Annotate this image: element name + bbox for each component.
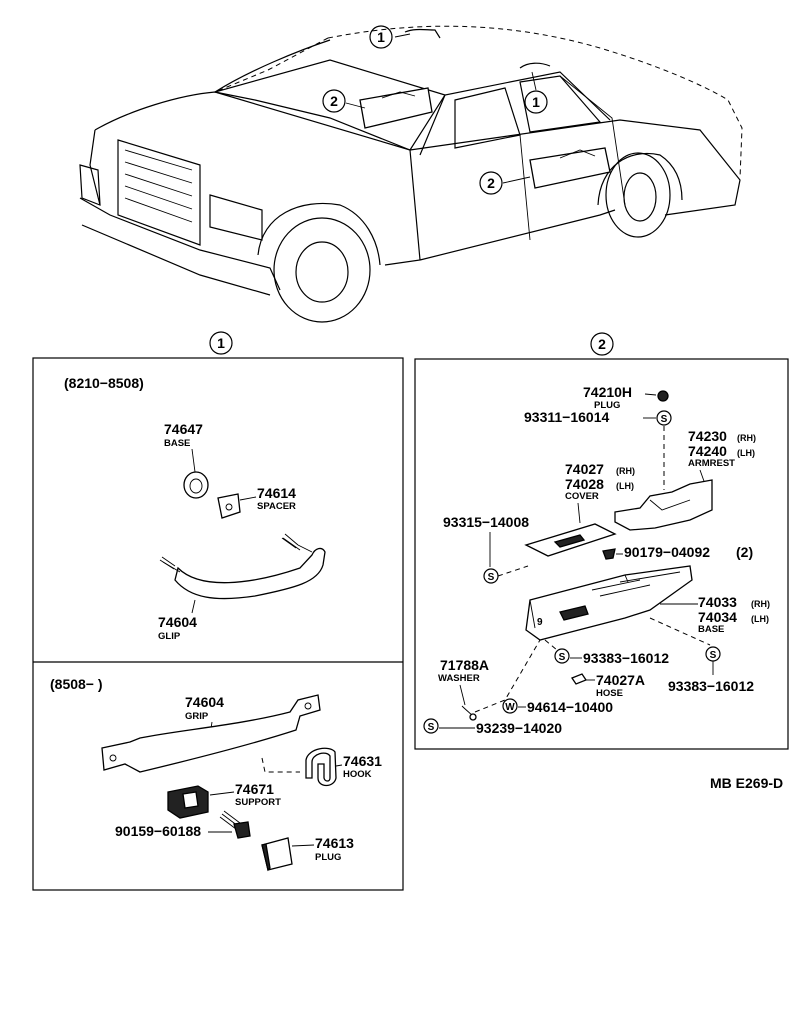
base-part-number: 74647 (164, 421, 203, 437)
spacer-part-name: SPACER (257, 501, 296, 512)
panel-1-frame (32, 357, 404, 891)
hook-part-number: 74631 (343, 753, 382, 769)
washer-drawing (461, 705, 477, 721)
cover-name: COVER (565, 491, 599, 502)
base-lh-number: 74034 (698, 609, 737, 625)
hose-part-number: 74027A (596, 672, 645, 688)
armrest-rh-tag: (RH) (737, 433, 756, 443)
screw-93315-number: 93315−14008 (443, 514, 529, 530)
cover-lh-number: 74028 (565, 476, 604, 492)
armrest-lh-number: 74240 (688, 443, 727, 459)
armrest-lh-tag: (LH) (737, 448, 755, 458)
svg-text:S: S (488, 572, 495, 583)
panel-2-frame (414, 358, 789, 750)
support-part-drawing (167, 785, 209, 819)
svg-text:S: S (428, 722, 435, 733)
armrest-plug-number: 74210H (583, 384, 632, 400)
callout-2-rear: 2 (487, 175, 495, 191)
callout-2-front: 2 (330, 93, 338, 109)
clip-quantity: (2) (736, 544, 753, 560)
svg-text:S: S (710, 650, 717, 661)
screw-part-drawing (219, 810, 251, 839)
hose-part-name: HOSE (596, 688, 623, 699)
armrest-drawing (614, 479, 713, 531)
car-illustration: 1 2 1 2 (79, 25, 743, 323)
armrest-name: ARMREST (688, 458, 735, 469)
cover-drawing (524, 523, 617, 557)
spacer-part-number: 74614 (257, 485, 296, 501)
grip-part-name: GRIP (185, 711, 209, 722)
washer-part-name: WASHER (438, 673, 480, 684)
callout-1-roof: 1 (377, 29, 385, 45)
base-part-drawing (183, 471, 209, 499)
screw-93383-left-s-icon (554, 648, 570, 664)
base-rh-number: 74033 (698, 594, 737, 610)
callout-1-rear: 1 (532, 94, 540, 110)
glip-part-name: GLIP (158, 631, 181, 642)
section-2-header: 2 (598, 336, 606, 352)
screw-93239-s-icon (423, 718, 439, 734)
plug-part-name: PLUG (315, 852, 341, 863)
plug-drawing (657, 390, 669, 402)
washer-94614-number: 94614−10400 (527, 699, 613, 715)
glip-part-number: 74604 (158, 614, 197, 630)
svg-text:S: S (661, 414, 668, 425)
screw-93239-number: 93239−14020 (476, 720, 562, 736)
glip-part-drawing (159, 533, 326, 600)
grip-part-drawing (101, 694, 321, 773)
clip-drawing (602, 548, 616, 560)
base-lh-tag: (LH) (751, 614, 769, 624)
armrest-plug-name: PLUG (594, 400, 620, 411)
diagram-code: MB E269-D (710, 775, 783, 791)
svg-text:S: S (559, 652, 566, 663)
cover-rh-number: 74027 (565, 461, 604, 477)
screw-93383-left-number: 93383−16012 (583, 650, 669, 666)
cover-lh-tag: (LH) (616, 481, 634, 491)
base-part-name: BASE (164, 438, 190, 449)
armrest-base-drawing: 9 (525, 565, 693, 641)
support-part-number: 74671 (235, 781, 274, 797)
cover-rh-tag: (RH) (616, 466, 635, 476)
armrest-rh-number: 74230 (688, 428, 727, 444)
screw-s-icon (656, 410, 672, 426)
base-rh-tag: (RH) (751, 599, 770, 609)
washer-part-number: 71788A (440, 657, 489, 673)
screw-93383-right-number: 93383−16012 (668, 678, 754, 694)
spacer-part-drawing (217, 493, 241, 519)
hook-part-drawing (305, 747, 337, 787)
svg-text:W: W (505, 702, 515, 713)
grip-part-number: 74604 (185, 694, 224, 710)
clip-part-number: 90179−04092 (624, 544, 710, 560)
plug-part-drawing (261, 837, 293, 872)
washer-w-icon (502, 698, 518, 714)
screw-part-number: 90159−60188 (115, 823, 201, 839)
base-name: BASE (698, 624, 724, 635)
hose-drawing (571, 673, 587, 685)
plug-part-number: 74613 (315, 835, 354, 851)
panel-1-range-top: (8210−8508) (64, 375, 144, 391)
panel-1-range-bottom: (8508− ) (50, 676, 103, 692)
screw-93311-number: 93311−16014 (524, 409, 609, 425)
hook-part-name: HOOK (343, 769, 372, 780)
svg-text:9: 9 (537, 617, 543, 628)
support-part-name: SUPPORT (235, 797, 281, 808)
section-1-header: 1 (217, 335, 225, 351)
